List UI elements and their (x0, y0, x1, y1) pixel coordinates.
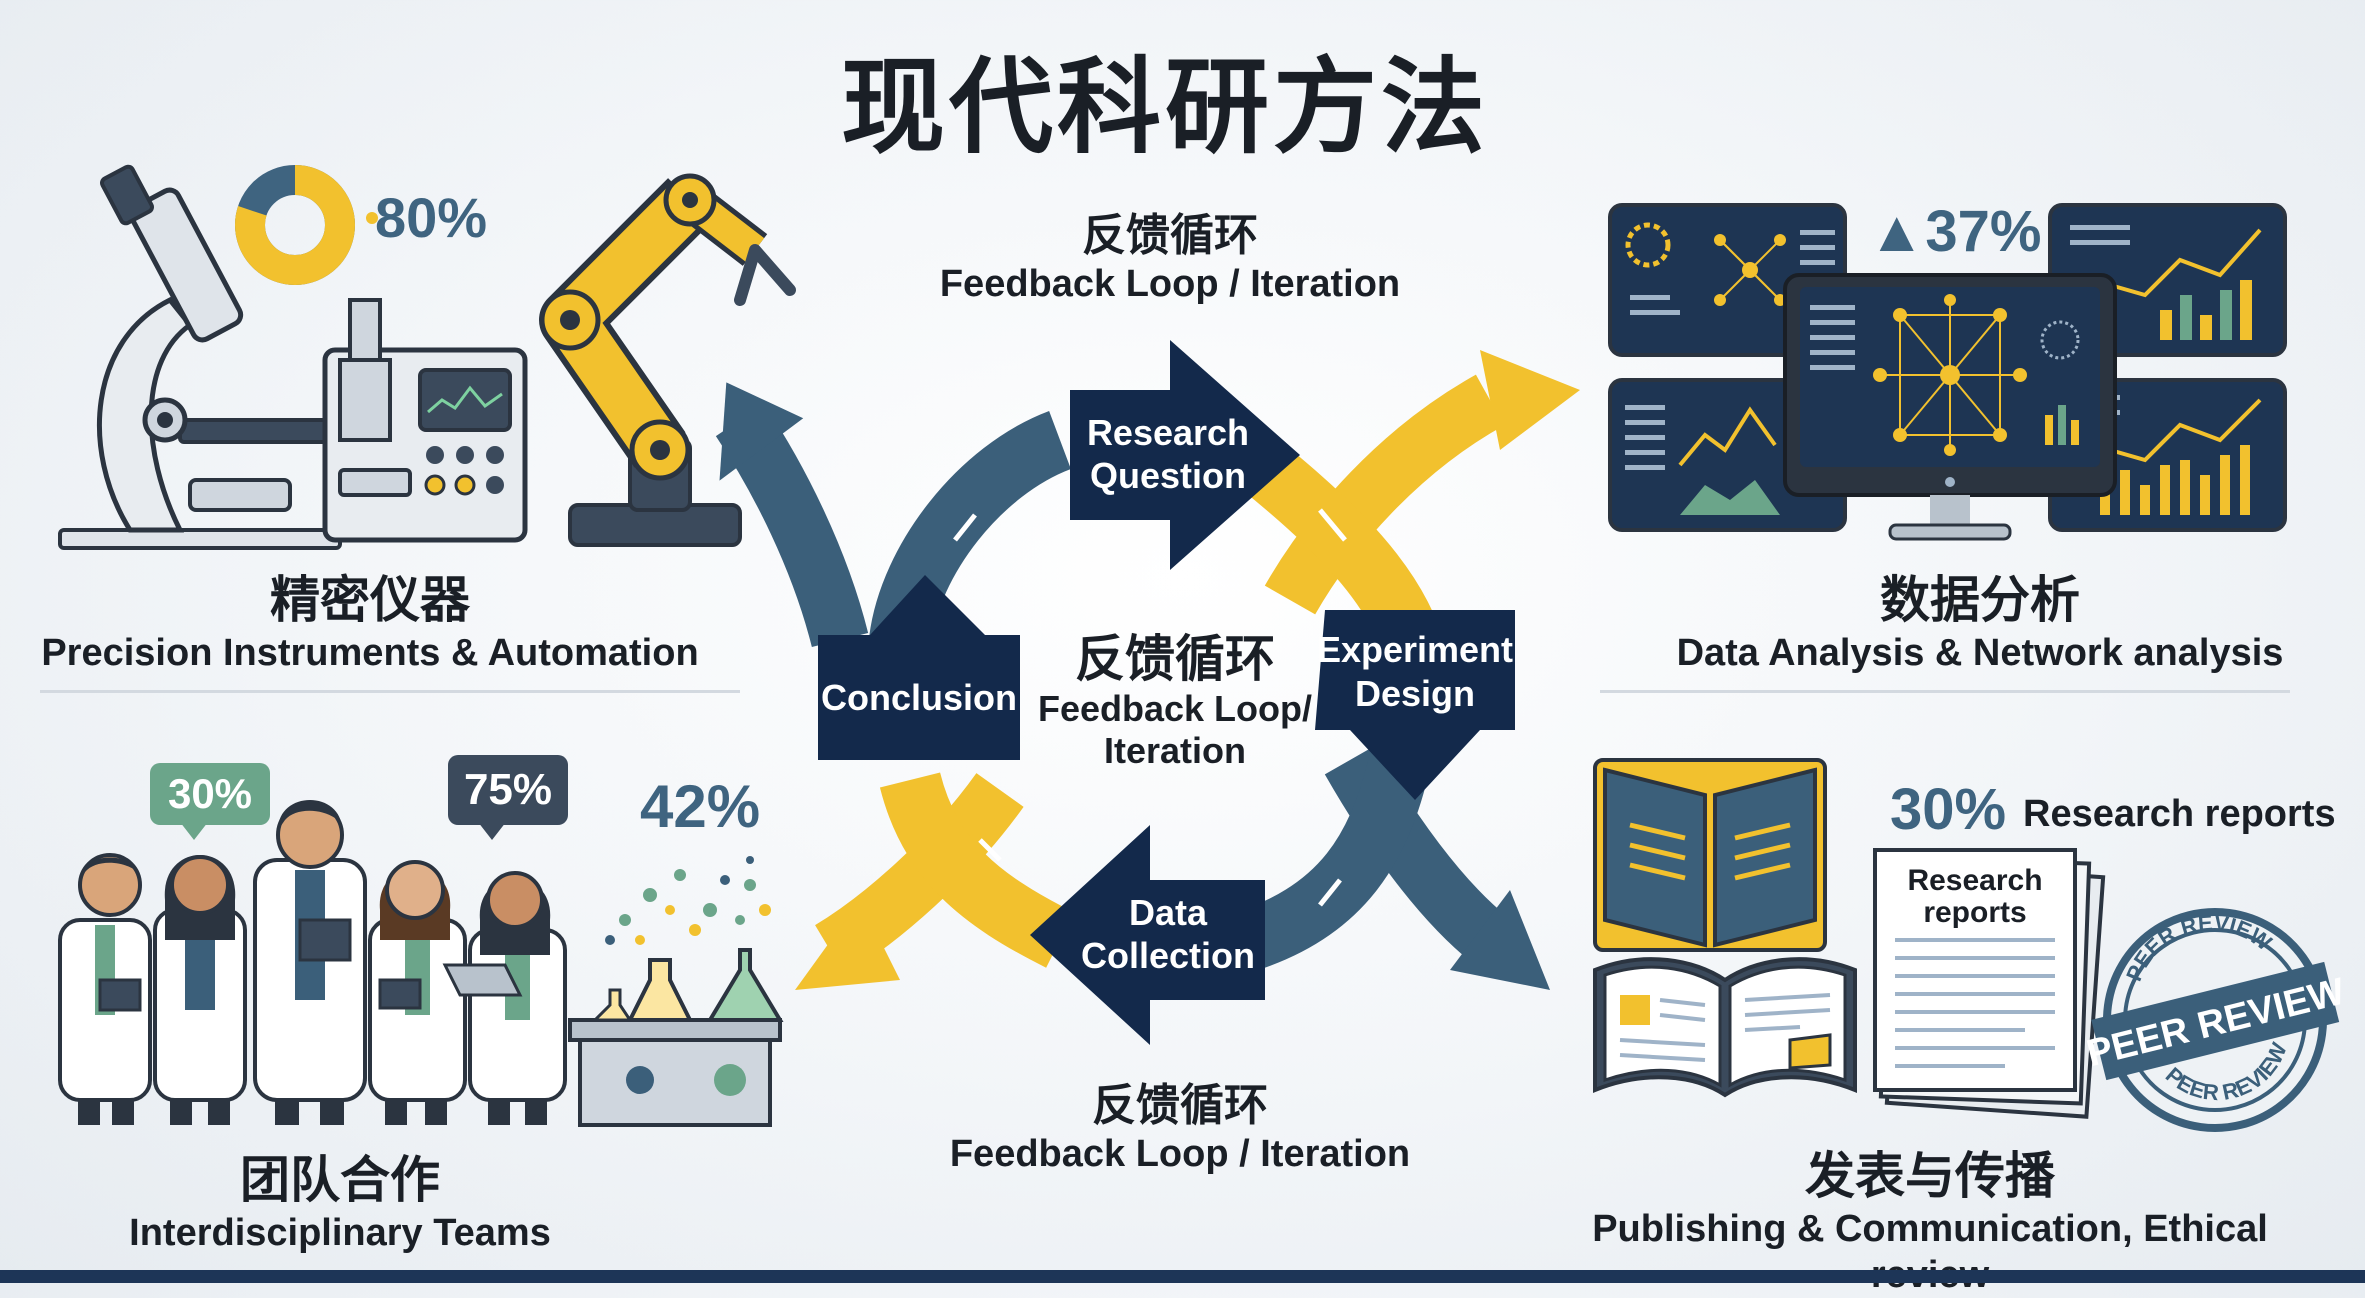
publishing-stat: 30% (1890, 777, 2007, 842)
feedback-bottom-cn: 反馈循环 (1092, 1080, 1268, 1131)
conclusion-arrow (818, 575, 1020, 760)
data-collection-arrow (1030, 825, 1265, 1045)
team-bubble-1-text: 30% (167, 770, 253, 817)
feedback-top: 反馈循环 Feedback Loop / Iteration (920, 210, 1420, 306)
outer-arrow-top-right (1264, 374, 1505, 615)
outer-arrow-top-right-head (1480, 350, 1580, 450)
team-bubble-1: 30% (150, 763, 270, 825)
center-feedback-en-2: Iteration (1103, 730, 1246, 771)
data-collection-label-1: Data (1129, 892, 1208, 933)
feedback-bottom-en: Feedback Loop / Iteration (949, 1133, 1411, 1175)
experiment-design-arrow (1315, 610, 1515, 800)
outer-arrow-bottom-right-head (1450, 890, 1550, 990)
data-analysis-illustration (1608, 203, 2287, 541)
data-analysis-label-en: Data Analysis & Network analysis (1676, 632, 2284, 674)
publishing-stat-label: Research reports (2023, 793, 2336, 835)
divider-left (40, 690, 740, 693)
instruments-label-en: Precision Instruments & Automation (41, 632, 699, 674)
experiment-design-label-1: Experiment (1317, 629, 1513, 670)
scientist-5-icon (442, 871, 567, 1125)
document-stack-icon: Research reports (1873, 848, 2106, 1119)
stat-dot (366, 212, 378, 224)
center-feedback: 反馈循环 Feedback Loop/ Iteration (1030, 630, 1320, 772)
page-title: 现代科研方法 (840, 46, 1489, 168)
cycle-diagram: Research Question Experiment Design Data… (715, 340, 1580, 1045)
research-question-label-1: Research (1087, 412, 1249, 453)
outer-arrow-top-left-head (719, 382, 804, 481)
lab-machine-icon (322, 298, 528, 543)
data-analysis-label: 数据分析 Data Analysis & Network analysis (1620, 570, 2340, 676)
data-collection-label-2: Collection (1081, 935, 1255, 976)
feedback-top-cn: 反馈循环 (1082, 210, 1258, 261)
peer-review-stamp-icon: PEER REVIEW PEER REVIEW PEER REVIEW (2083, 894, 2345, 1132)
research-question-arrow (1070, 340, 1300, 570)
microscope-icon (58, 164, 342, 550)
progress-donut (235, 165, 355, 285)
open-book-icon (1593, 758, 1827, 952)
teams-label-cn: 团队合作 (240, 1151, 440, 1209)
instruments-label-cn: 精密仪器 (270, 571, 470, 629)
outer-arrow-bottom-left-head (795, 900, 900, 990)
instruments-illustration (58, 164, 796, 550)
robotic-arm-icon (539, 173, 796, 547)
data-analysis-stat: ▲37% (1868, 199, 2042, 264)
scientist-3-icon (253, 800, 367, 1125)
feedback-bottom: 反馈循环 Feedback Loop / Iteration (930, 1080, 1430, 1176)
arc-experiment-to-data (1239, 753, 1431, 970)
experiment-design-label-2: Design (1355, 673, 1475, 714)
instruments-stat: 80% (375, 186, 488, 249)
instruments-label: 精密仪器 Precision Instruments & Automation (40, 570, 700, 676)
center-feedback-cn: 反馈循环 (1075, 630, 1275, 688)
divider-right (1600, 690, 2290, 693)
feedback-top-en: Feedback Loop / Iteration (939, 263, 1401, 305)
research-question-label-2: Question (1090, 455, 1246, 496)
scientist-1-icon (58, 853, 152, 1125)
doc-title-2: reports (1923, 896, 2026, 929)
scientist-4-icon (368, 860, 467, 1125)
team-bubble-2-text: 75% (463, 765, 553, 814)
scientist-2-icon (153, 855, 247, 1125)
teams-label: 团队合作 Interdisciplinary Teams (30, 1150, 650, 1256)
book-icon (1593, 957, 1857, 1098)
center-feedback-en-1: Feedback Loop/ (1037, 688, 1313, 729)
arc-data-to-conclusion (879, 771, 1074, 968)
conclusion-label: Conclusion (821, 677, 1017, 718)
doc-title-1: Research (1907, 864, 2042, 897)
teams-stat: 42% (640, 773, 761, 840)
team-bubble-1-tail (180, 822, 208, 840)
publishing-illustration: Research reports PEER REVIEW PEER REVIEW… (1593, 758, 2345, 1132)
publishing-label-cn: 发表与传播 (1805, 1147, 2055, 1205)
team-bubble-2: 75% (448, 755, 568, 825)
publishing-label-en: Publishing & Communication, Ethical revi… (1592, 1208, 2268, 1296)
data-analysis-label-cn: 数据分析 (1880, 571, 2080, 629)
team-bubble-2-tail (478, 822, 506, 840)
teams-label-en: Interdisciplinary Teams (129, 1212, 551, 1254)
bottom-bar (0, 1270, 2365, 1283)
teams-illustration (58, 800, 784, 1127)
